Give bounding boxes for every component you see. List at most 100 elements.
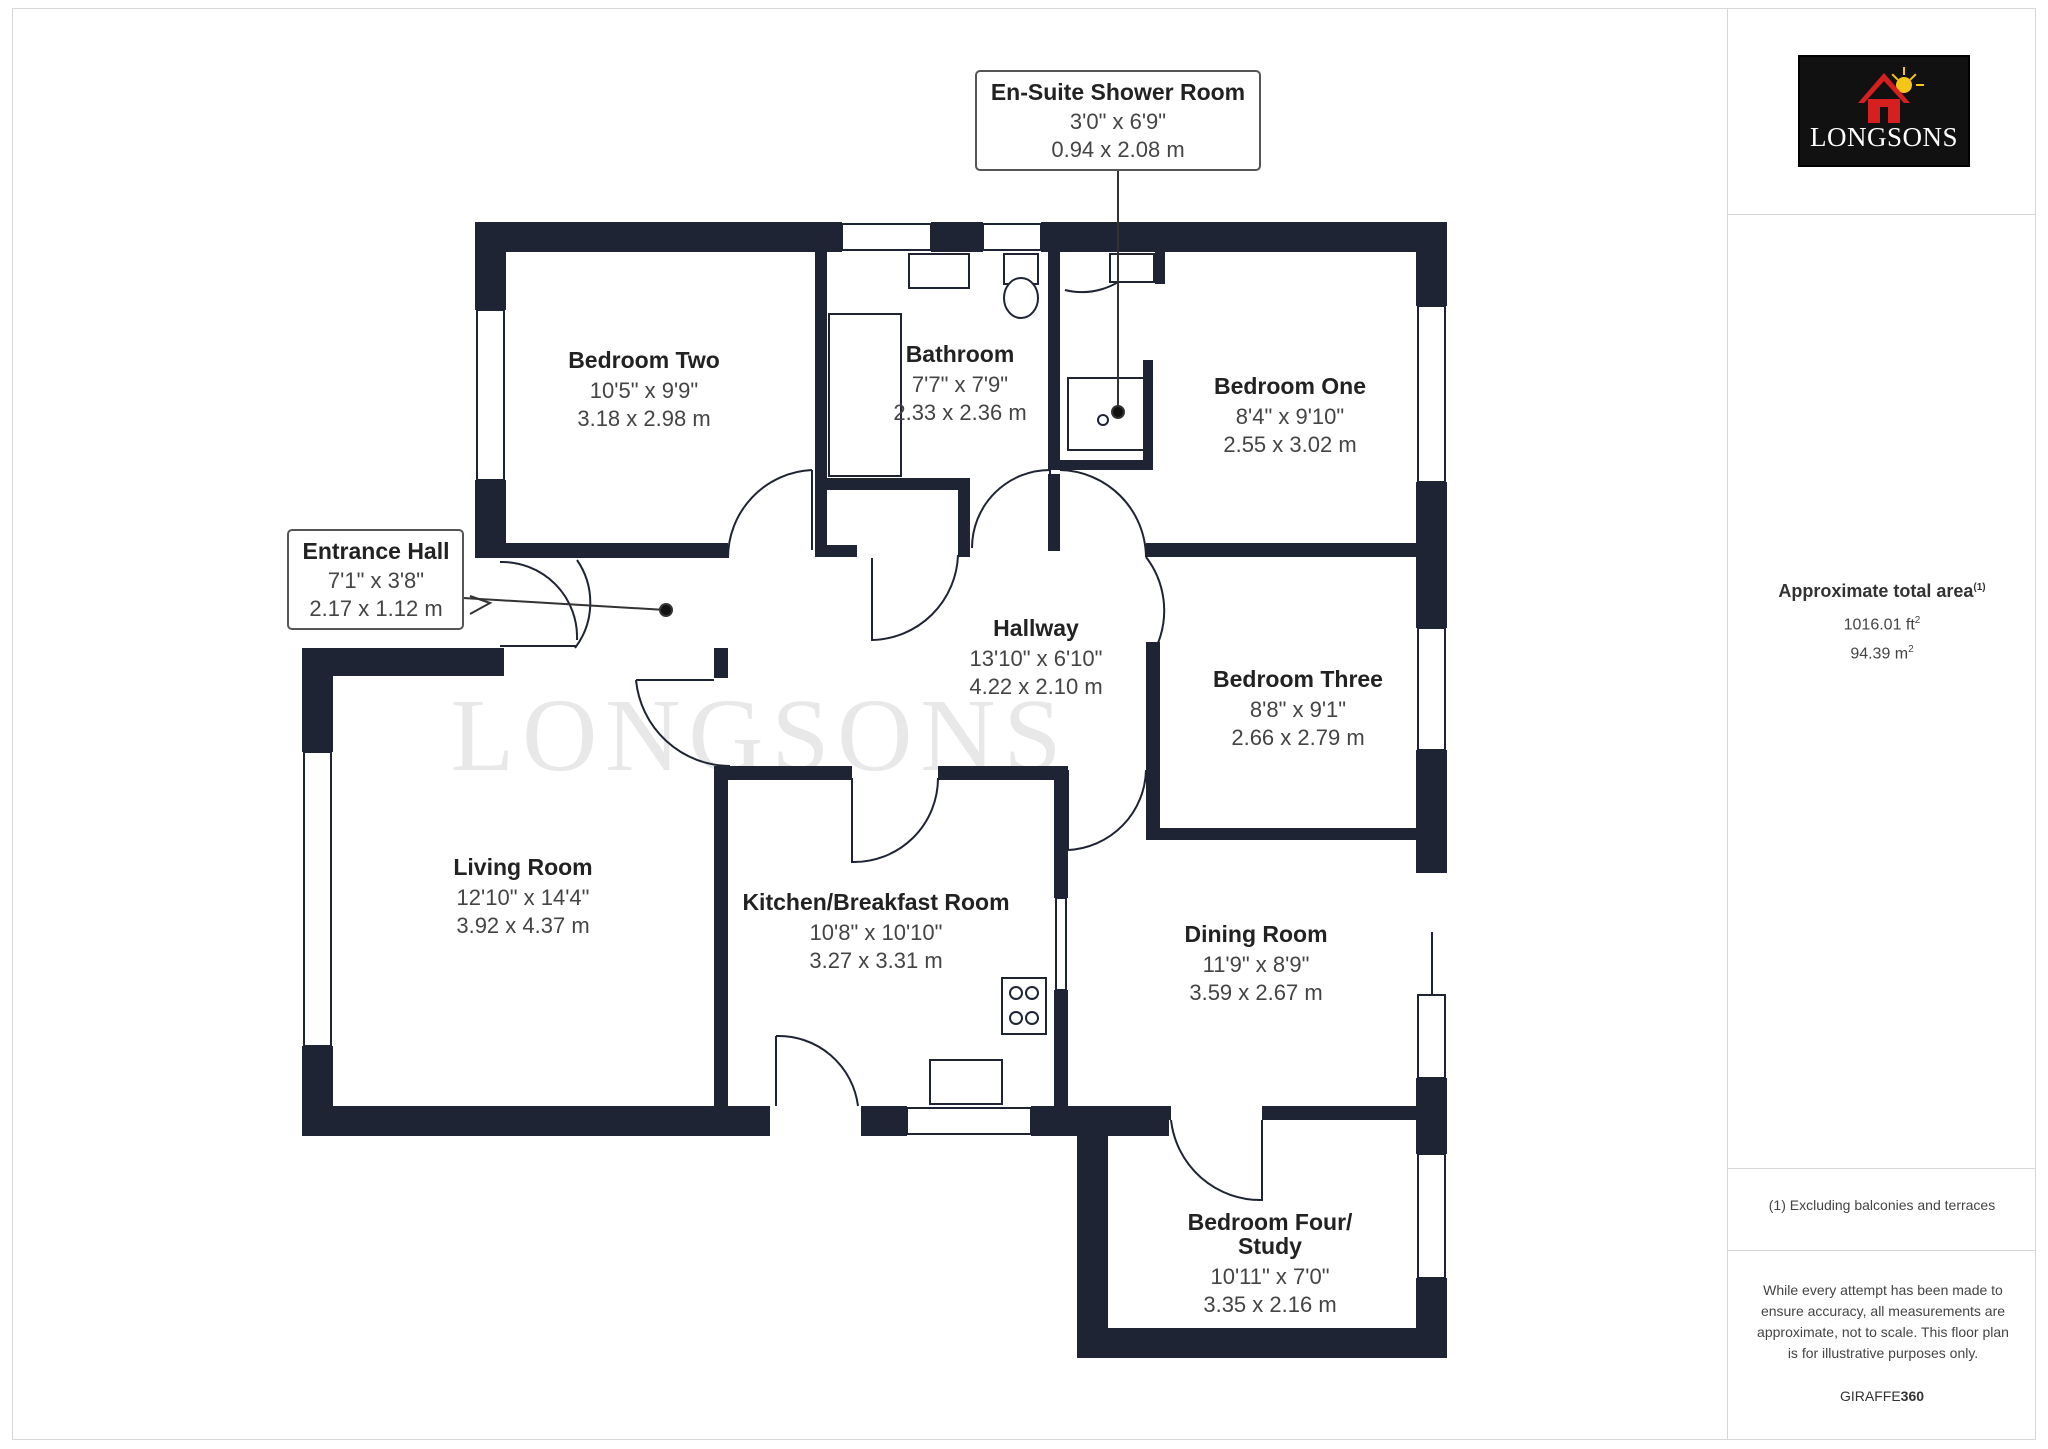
room-metric: 3.27 x 3.31 m: [809, 948, 942, 973]
room-bedroom-two: Bedroom Two 10'5" x 9'9" 3.18 x 2.98 m: [568, 347, 720, 431]
wall: [1048, 460, 1153, 470]
page-frame: [12, 8, 2036, 1440]
wall: [475, 222, 842, 252]
room-dining-room: Dining Room 11'9" x 8'9" 3.59 x 2.67 m: [1184, 921, 1327, 1005]
hob-ring: [1009, 986, 1023, 1000]
door-bedroom-four: [1170, 1119, 1263, 1202]
brand-logo: LONGSONS: [1798, 55, 1970, 167]
brand-logo-text: LONGSONS: [1809, 122, 1959, 152]
divider: [1728, 214, 2036, 215]
room-metric: 2.55 x 3.02 m: [1223, 432, 1356, 457]
wall: [1041, 222, 1447, 252]
wall: [714, 648, 728, 678]
wall: [1143, 360, 1153, 470]
leader-dot: [659, 603, 673, 617]
area-unit-power: 2: [1914, 615, 1921, 626]
shower-drain: [1097, 414, 1109, 426]
room-imperial: 12'10" x 14'4": [457, 885, 590, 910]
door-bathroom: [871, 554, 959, 642]
area-sqft-value: 1016.01 ft: [1843, 616, 1915, 634]
hob: [1001, 977, 1047, 1035]
windows: [303, 223, 1446, 1279]
callout-box: [975, 70, 1261, 171]
area-title: Approximate total area(1): [1728, 581, 2036, 602]
wall: [861, 1106, 907, 1136]
sink: [929, 1059, 1003, 1105]
room-metric: 2.33 x 2.36 m: [893, 400, 1026, 425]
callout-imperial: 3'0" x 6'9": [1070, 109, 1166, 134]
area-sqm-value: 94.39 m: [1850, 645, 1909, 663]
wall: [938, 766, 1068, 780]
room-metric: 4.22 x 2.10 m: [969, 674, 1102, 699]
wall: [714, 766, 728, 1136]
wall: [1262, 1106, 1447, 1120]
wall: [1146, 642, 1160, 838]
door-kitchen: [851, 777, 939, 864]
wall: [302, 648, 333, 752]
room-imperial: 8'8" x 9'1": [1250, 697, 1346, 722]
room-bedroom-three: Bedroom Three 8'8" x 9'1" 2.66 x 2.79 m: [1213, 666, 1383, 750]
room-name: Bedroom Two: [568, 347, 720, 373]
room-metric: 3.18 x 2.98 m: [577, 406, 710, 431]
room-imperial: 10'5" x 9'9": [590, 378, 698, 403]
window: [1417, 305, 1446, 483]
door-bedroom-one-swing: [1059, 469, 1147, 558]
window: [1055, 897, 1067, 991]
wall: [475, 222, 506, 310]
room-metric: 2.66 x 2.79 m: [1231, 725, 1364, 750]
callout-box: [287, 529, 464, 630]
room-name: Dining Room: [1184, 921, 1327, 947]
door-entrance: [574, 559, 592, 649]
side-panel: LONGSONS Approximate total area(1) 1016.…: [1727, 8, 2036, 1440]
room-metric: 3.59 x 2.67 m: [1189, 980, 1322, 1005]
leader-dot: [1111, 405, 1125, 419]
room-imperial: 7'7" x 7'9": [912, 372, 1008, 397]
room-bedroom-four: Bedroom Four/ Study 10'11" x 7'0" 3.35 x…: [1188, 1209, 1353, 1317]
door-bedroom-three: [1145, 556, 1166, 644]
wall: [1416, 222, 1447, 306]
window: [1417, 627, 1446, 751]
room-name: Kitchen/Breakfast Room: [742, 889, 1009, 915]
entrance-arrow-icon: [469, 595, 493, 615]
room-name: Bedroom One: [1214, 373, 1366, 399]
area-note-marker: (1): [1973, 582, 1986, 593]
giraffe360-brand: GIRAFFE360: [1728, 1388, 2036, 1404]
callout-title: En-Suite Shower Room: [991, 79, 1245, 105]
brand-prefix: GIRAFFE: [1839, 1388, 1901, 1404]
room-name: Living Room: [453, 854, 592, 880]
room-name: Bedroom Four/: [1188, 1209, 1353, 1235]
wall: [302, 1106, 770, 1136]
callout-title: Entrance Hall: [303, 538, 450, 564]
window: [476, 309, 505, 481]
divider: [1728, 1168, 2036, 1169]
doors: [499, 269, 1433, 1202]
wall: [475, 543, 728, 558]
door-kitchen-back: [775, 1034, 859, 1107]
room-imperial: 10'11" x 7'0": [1210, 1264, 1329, 1289]
window: [303, 751, 332, 1047]
room-name: Bathroom: [906, 341, 1015, 367]
wall: [1416, 1078, 1447, 1154]
disclaimer: While every attempt has been made to ens…: [1757, 1282, 2009, 1361]
window: [841, 223, 932, 251]
wall: [1146, 828, 1436, 840]
wall: [815, 545, 857, 557]
wall: [815, 252, 827, 474]
wall: [1146, 543, 1436, 557]
room-bedroom-one: Bedroom One 8'4" x 9'10" 2.55 x 3.02 m: [1214, 373, 1366, 457]
wall: [1048, 252, 1060, 470]
room-name: Bedroom Three: [1213, 666, 1383, 692]
wall: [931, 222, 983, 252]
wall: [1077, 1106, 1108, 1358]
area-sqft: 1016.01 ft2: [1728, 615, 2036, 634]
callout-leaders: [462, 170, 1125, 617]
area-unit-power: 2: [1908, 644, 1914, 655]
brand-suffix: 360: [1900, 1388, 1925, 1404]
room-imperial: 11'9" x 8'9": [1203, 952, 1310, 977]
door-bedroom-one: [971, 469, 1051, 549]
wall: [1054, 990, 1068, 1110]
callout-ensuite: En-Suite Shower Room 3'0" x 6'9" 0.94 x …: [975, 70, 1261, 171]
callout-metric: 0.94 x 2.08 m: [1051, 137, 1184, 162]
hob-ring: [1025, 1011, 1039, 1025]
window: [982, 223, 1042, 251]
